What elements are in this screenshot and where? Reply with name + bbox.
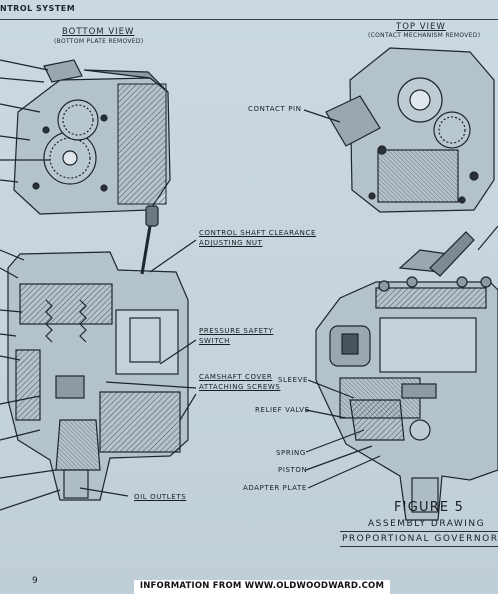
bottom-view-subtitle: (BOTTOM PLATE REMOVED) xyxy=(54,38,144,45)
caption-rule-2 xyxy=(340,546,498,547)
figure-caption-line1: ASSEMBLY DRAWING xyxy=(368,519,486,529)
section-header: NTROL SYSTEM xyxy=(0,4,76,13)
callout-control-shaft-line1: CONTROL SHAFT CLEARANCE xyxy=(199,229,317,237)
header-rule xyxy=(0,19,498,20)
top-view-subtitle: (CONTACT MECHANISM REMOVED) xyxy=(368,32,481,39)
callout-piston: PISTON xyxy=(278,466,308,474)
callout-camshaft-line1: CAMSHAFT COVER xyxy=(199,373,273,381)
caption-rule-1 xyxy=(340,531,498,532)
governor-assembly-drawing xyxy=(305,231,498,521)
callout-contact-pin: CONTACT PIN xyxy=(248,105,302,113)
top-view-drawing xyxy=(303,47,498,251)
callout-spring: SPRING xyxy=(276,449,306,457)
footer-source-text: INFORMATION FROM WWW.OLDWOODWARD.COM xyxy=(139,581,385,591)
callout-relief-valve: RELIEF VALVE xyxy=(255,406,310,414)
figure-number: FIGURE 5 xyxy=(394,500,465,515)
top-view-title: TOP VIEW xyxy=(396,22,446,32)
callout-adapter-plate: ADAPTER PLATE xyxy=(243,484,307,492)
figure-caption-line2: PROPORTIONAL GOVERNOR xyxy=(342,534,498,544)
section-view-drawing xyxy=(0,205,197,511)
bottom-view-drawing xyxy=(0,59,171,215)
callout-pressure-safety-line2: SWITCH xyxy=(199,337,231,345)
callout-sleeve: SLEEVE xyxy=(278,376,309,384)
callout-camshaft-line2: ATTACHING SCREWS xyxy=(199,383,281,391)
callout-oil-outlets: OIL OUTLETS xyxy=(134,493,187,501)
callout-control-shaft-line2: ADJUSTING NUT xyxy=(199,239,263,247)
bottom-view-title: BOTTOM VIEW xyxy=(62,27,135,37)
callout-pressure-safety-line1: PRESSURE SAFETY xyxy=(199,327,274,335)
page-number: 9 xyxy=(32,576,38,586)
footer-banner xyxy=(134,580,390,594)
